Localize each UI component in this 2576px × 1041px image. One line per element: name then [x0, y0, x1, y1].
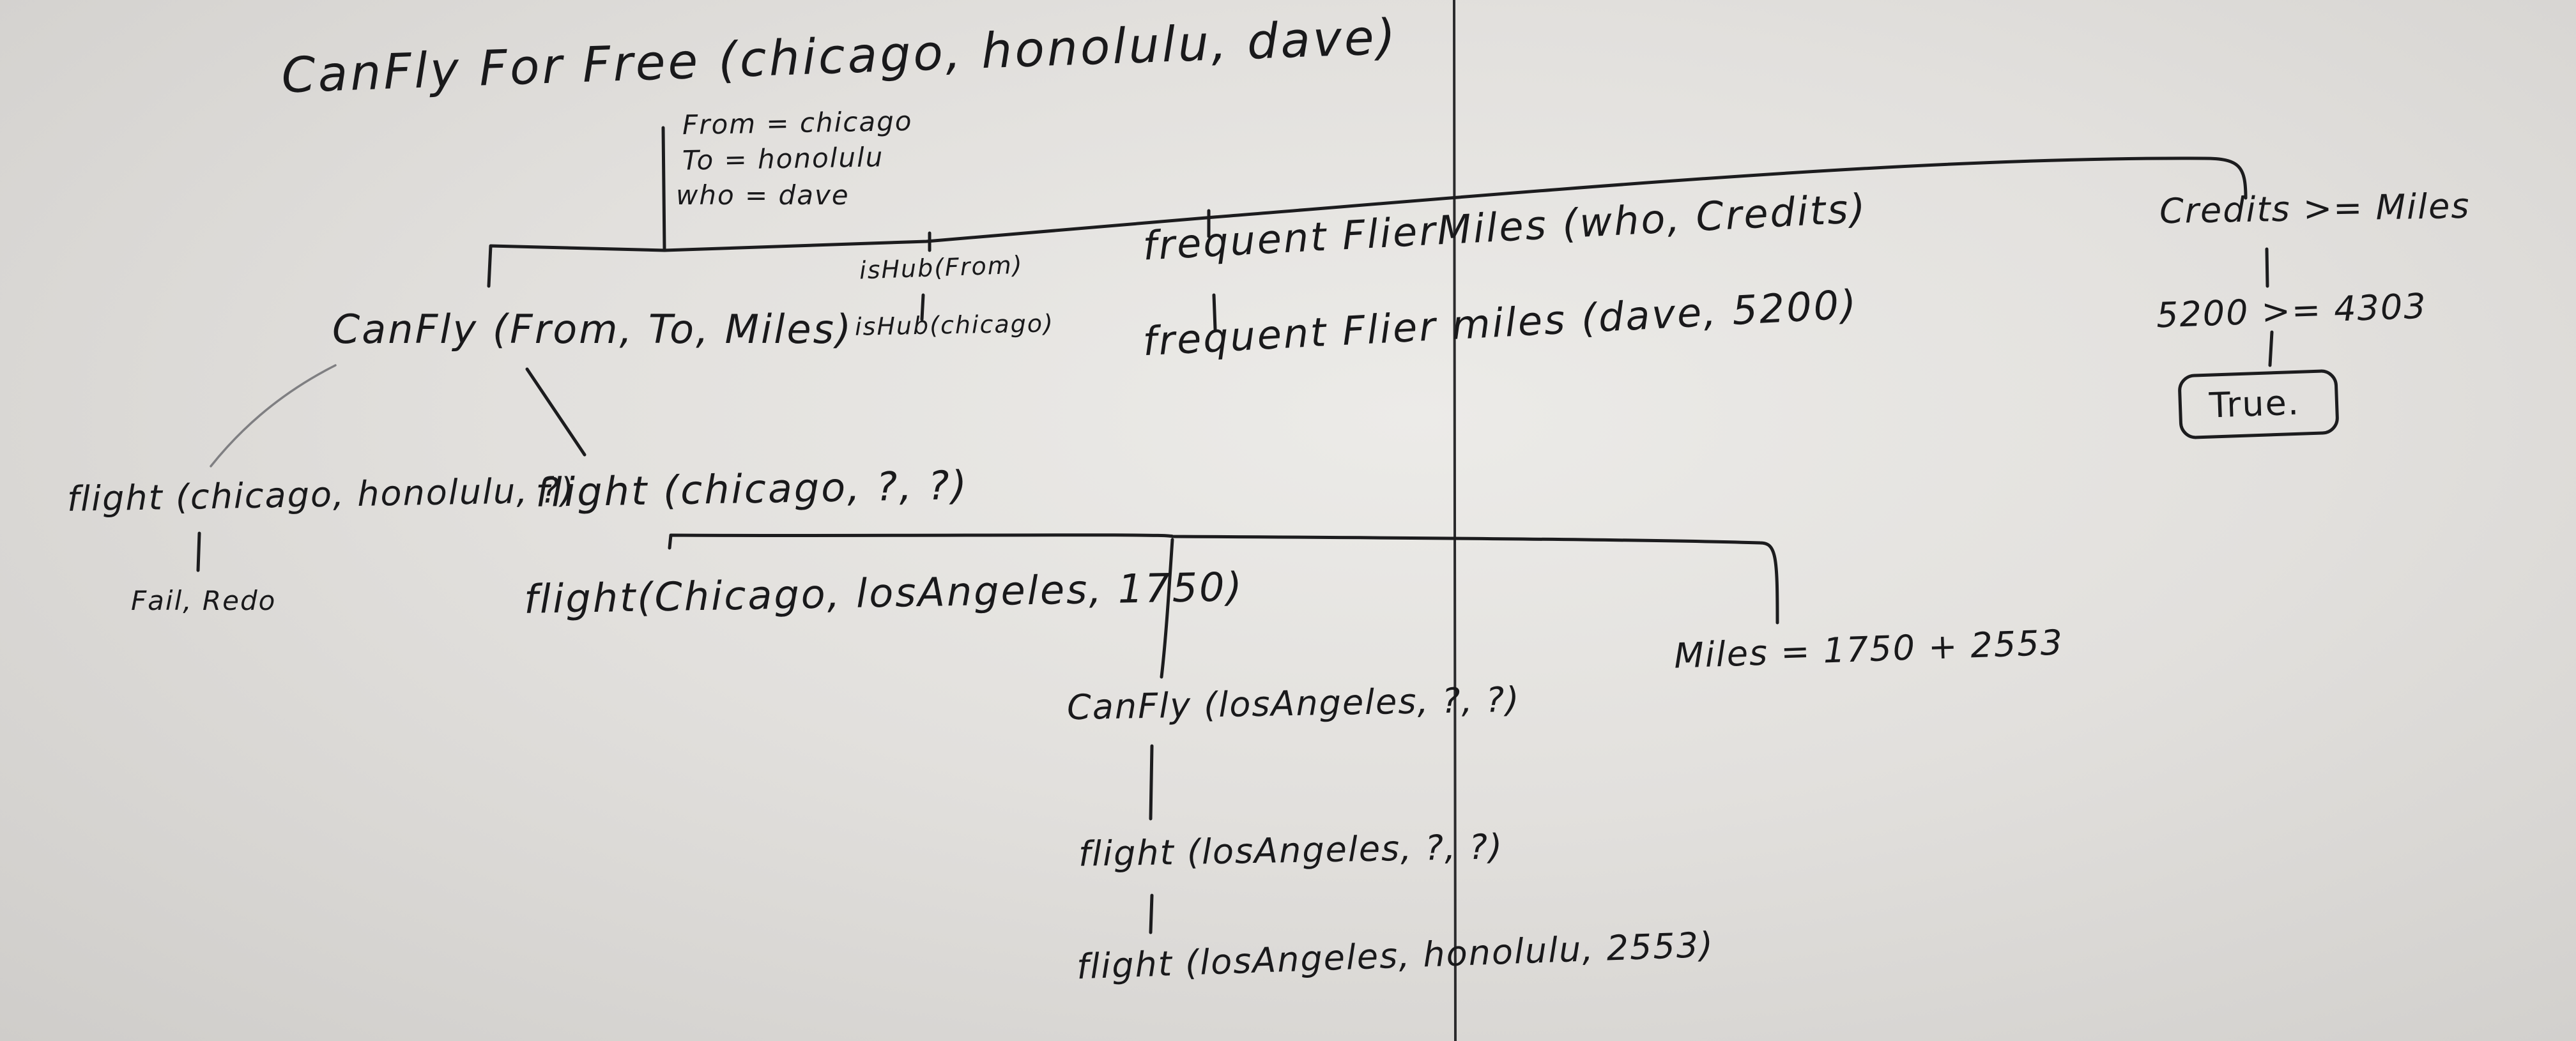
- binding-to: To = honolulu: [682, 141, 884, 176]
- credits-values: 5200 >= 4303: [2156, 285, 2428, 336]
- fail-redo: Fail, Redo: [131, 585, 277, 616]
- stem-ishub: [920, 293, 925, 321]
- credits-check: Credits >= Miles: [2159, 185, 2471, 232]
- edge-to-direct-flight: [210, 364, 337, 467]
- ishub-from: isHub(From): [859, 250, 1024, 285]
- stem-fail: [196, 531, 201, 572]
- stem-canfly-la: [1149, 744, 1154, 821]
- stem-result: [2268, 330, 2274, 367]
- result-true: True.: [2208, 382, 2301, 426]
- stem-frequent: [1212, 293, 1217, 331]
- flight-la-query: flight (losAngeles, ?, ?): [1078, 826, 1504, 874]
- canfly-la: CanFly (losAngeles, ?, ?): [1066, 679, 1521, 728]
- canfly-call: CanFly (From, To, Miles): [332, 306, 854, 353]
- flight-direct: flight (chicago, honolulu, ?): [66, 470, 576, 519]
- top-spine: [487, 156, 2248, 288]
- flight-chicago-la: flight(Chicago, losAngeles, 1750): [523, 563, 1245, 623]
- second-spine: [668, 533, 1779, 625]
- binding-bracket: [661, 126, 666, 252]
- flight-chicago: flight (chicago, ?, ?): [535, 462, 969, 516]
- edge-to-chicago-flight: [525, 367, 586, 457]
- stem-flight-la: [1149, 893, 1154, 934]
- binding-who: who = dave: [676, 179, 850, 211]
- binding-from: From = chicago: [682, 105, 913, 141]
- branch-to-canfly-la: [1160, 538, 1174, 679]
- ishub-chicago: isHub(chicago): [854, 309, 1055, 341]
- board-divider-line: [1453, 0, 1457, 1041]
